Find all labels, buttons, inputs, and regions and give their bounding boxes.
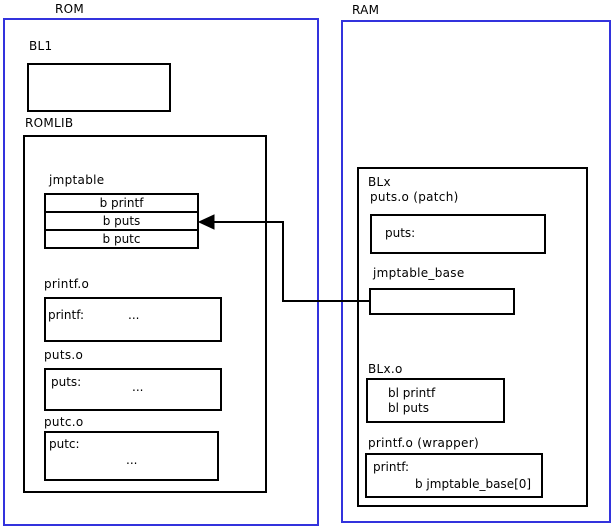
printf-wrapper-symbol: printf: [373, 460, 410, 474]
ram-section-label: RAM [352, 3, 380, 17]
jmptable-entry-printf: b printf [44, 193, 199, 213]
blx-o-line-bl-puts: bl puts [388, 401, 429, 415]
jmptable-entry-puts: b puts [44, 211, 199, 231]
putc-body-ellipsis: ... [126, 453, 138, 467]
printf-symbol: printf: [48, 308, 85, 322]
printf-o-box: printf: ... [44, 297, 222, 342]
jmptable-base-box [369, 288, 515, 315]
printf-wrapper-box: printf: b jmptable_base[0] [365, 453, 543, 498]
printf-wrapper-instruction: b jmptable_base[0] [415, 477, 532, 491]
blx-o-line-bl-printf: bl printf [388, 386, 436, 400]
putc-symbol: putc: [49, 437, 80, 451]
puts-patch-label: puts.o (patch) [370, 190, 459, 204]
bl1-box [27, 63, 171, 112]
rom-section-label: ROM [55, 2, 85, 16]
jmptable-label: jmptable [49, 173, 105, 187]
jmptable-entry-putc: b putc [44, 229, 199, 249]
puts-patch-symbol: puts: [385, 226, 416, 240]
jmptable-box: b printf b puts b putc [44, 193, 199, 249]
putc-o-label: putc.o [44, 415, 84, 429]
puts-o-box: puts: ... [44, 368, 222, 411]
blx-label: BLx [368, 175, 391, 189]
putc-o-box: putc: ... [44, 431, 219, 481]
printf-wrapper-label: printf.o (wrapper) [368, 436, 479, 450]
romlib-label: ROMLIB [25, 116, 74, 130]
blx-o-box: bl printf bl puts [366, 378, 505, 423]
puts-patch-box: puts: [370, 214, 546, 254]
blx-box: BLx puts.o (patch) puts: jmptable_base B… [357, 167, 588, 507]
puts-o-label: puts.o [44, 348, 84, 362]
puts-body-ellipsis: ... [132, 380, 144, 394]
bl1-label: BL1 [29, 39, 53, 53]
puts-symbol: puts: [51, 375, 82, 389]
jmptable-base-label: jmptable_base [373, 266, 465, 280]
blx-o-label: BLx.o [368, 362, 403, 376]
romlib-box: jmptable b printf b puts b putc printf.o… [23, 135, 267, 493]
printf-body-ellipsis: ... [128, 308, 140, 322]
printf-o-label: printf.o [44, 277, 90, 291]
